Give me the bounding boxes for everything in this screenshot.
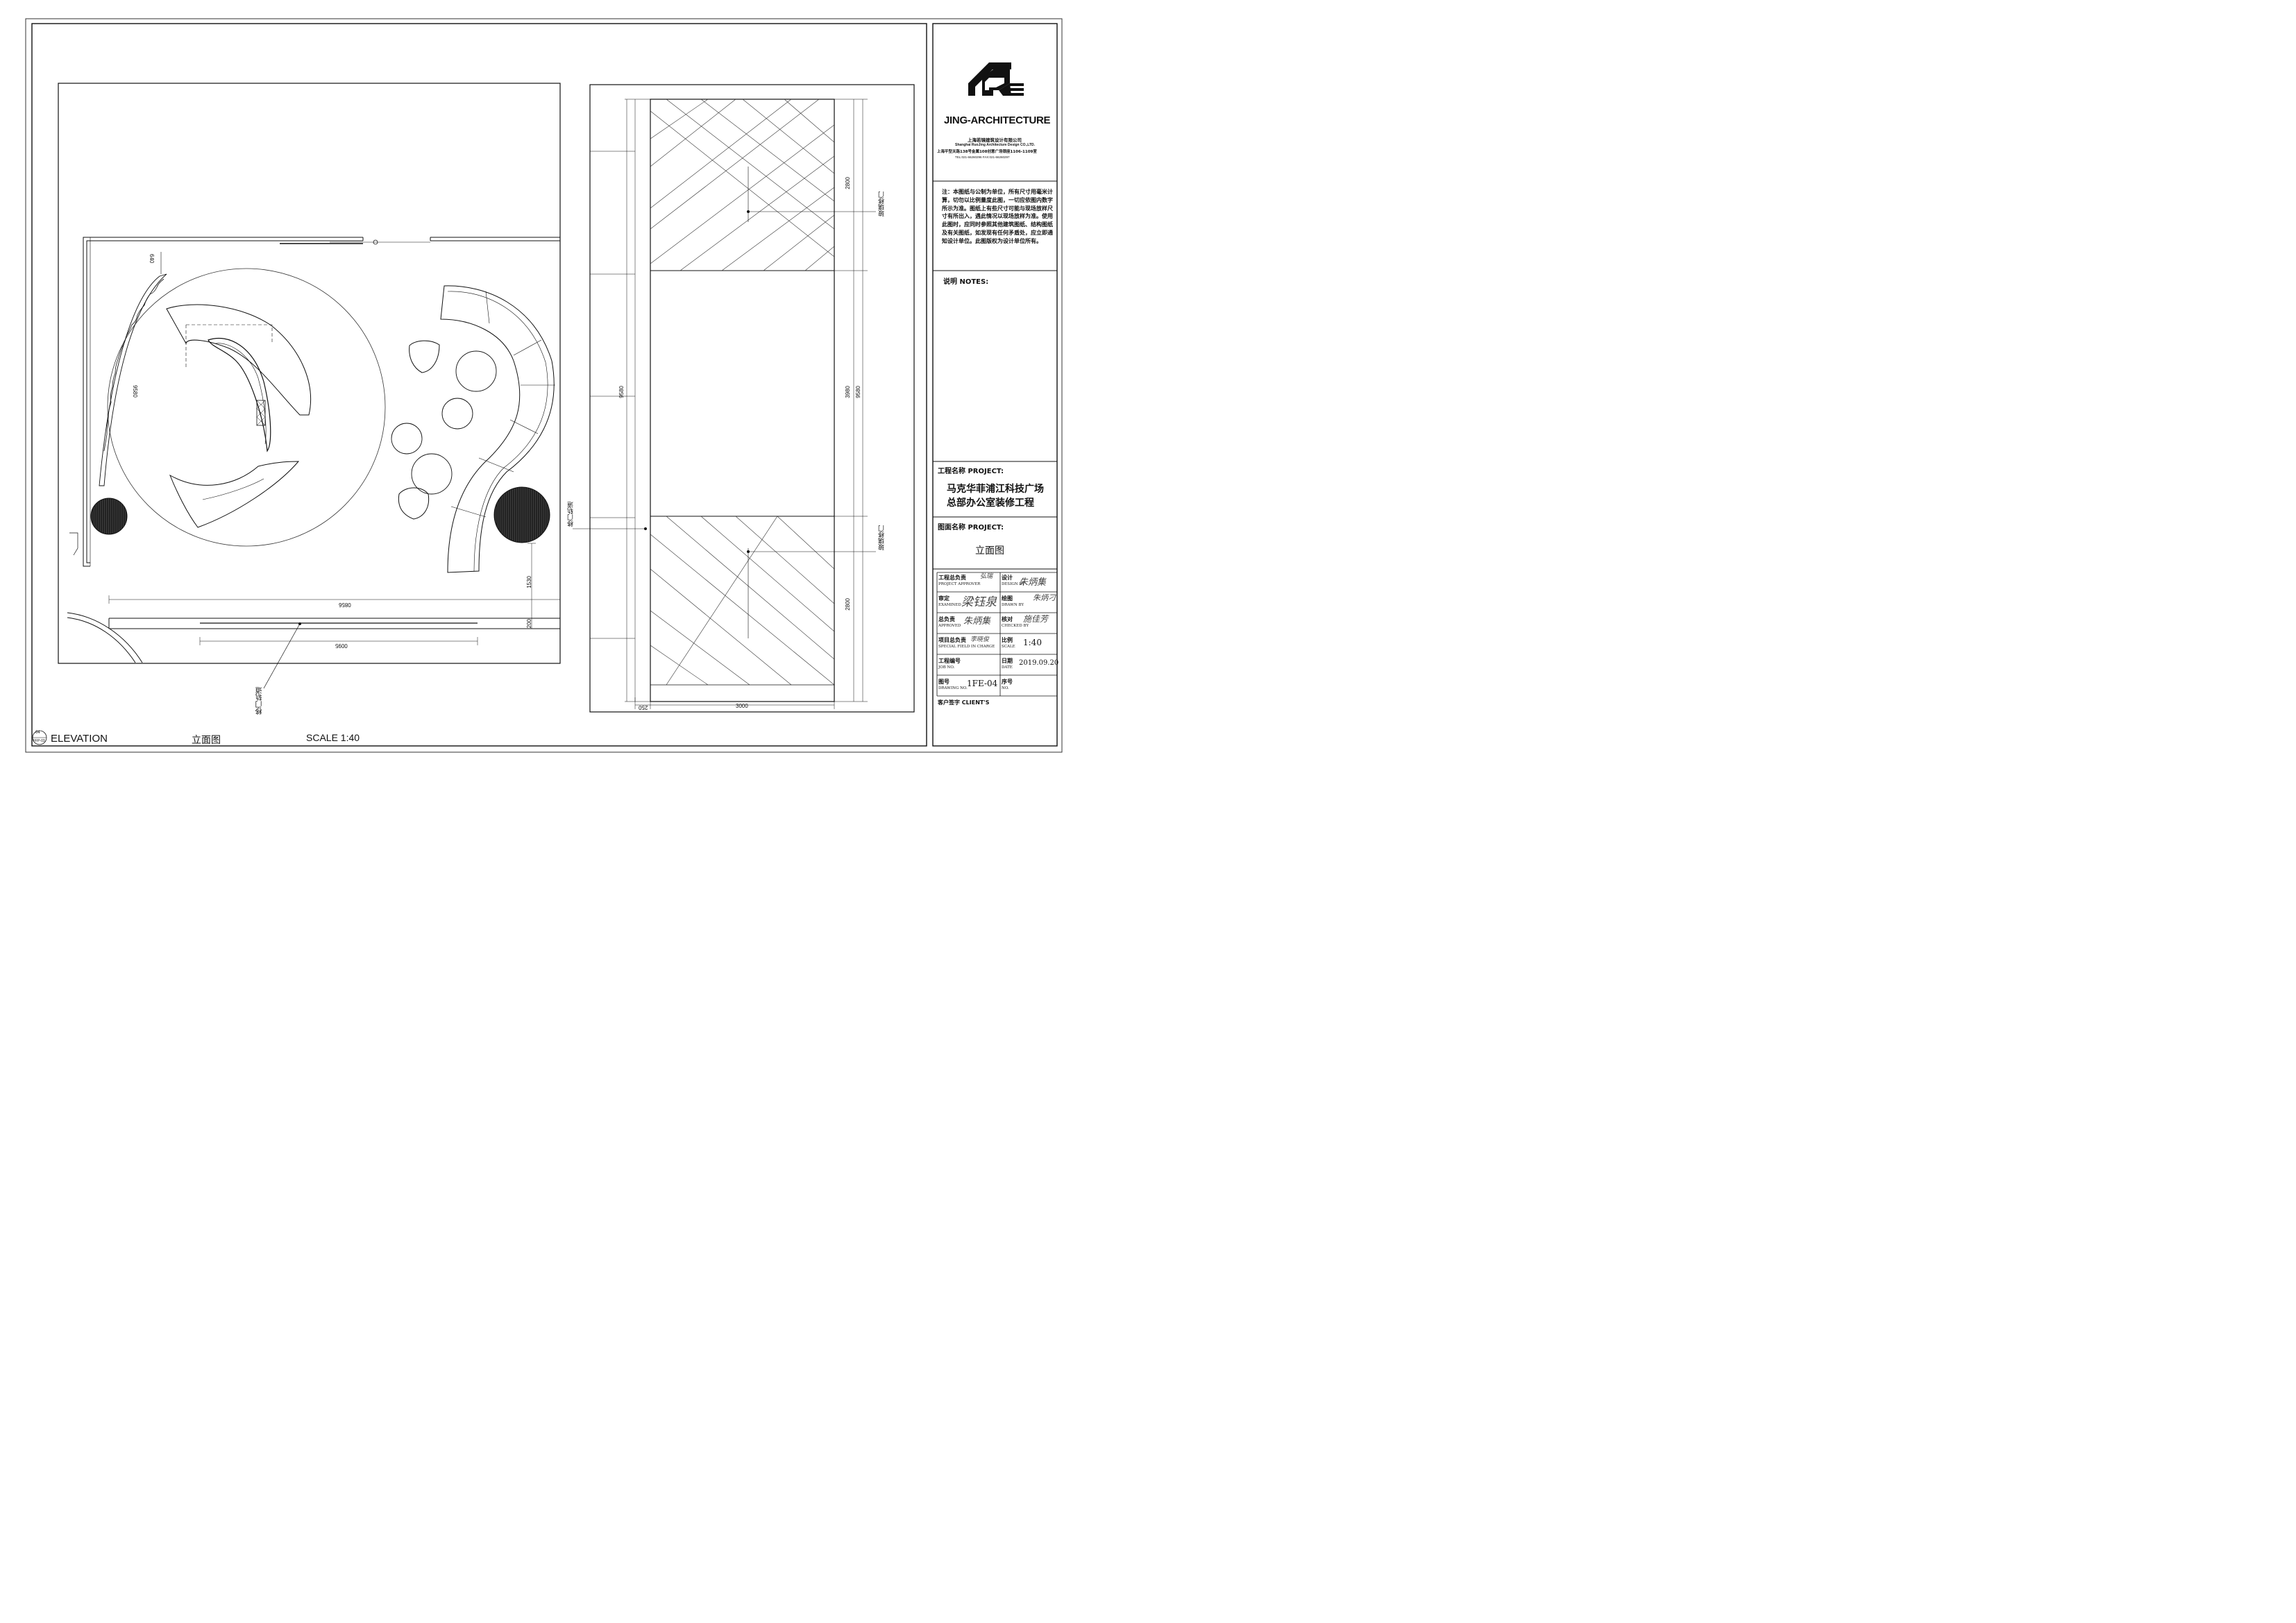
- client-signature-label: 客户签字 CLIENT'S: [938, 699, 990, 706]
- company-name-en: Shanghai RuoJing Architecture Design CO.…: [955, 143, 1036, 147]
- dim-250: 250: [639, 704, 648, 711]
- dim-200: 200: [526, 619, 532, 629]
- elevation-title-cn: 立面图: [192, 735, 221, 746]
- drawing-frame: [31, 23, 927, 747]
- company-address: 上海平型关路138号金属108创意广场银座1106-1109室: [937, 150, 1037, 154]
- project-name-line1: 马克华菲浦江科技广场: [947, 484, 1044, 495]
- titleblock-frame: [932, 23, 1058, 747]
- company-name-cn: 上海若镜建筑设计有限公司: [968, 137, 1022, 143]
- checked-label-en: CHECKED BY: [1002, 624, 1029, 628]
- plan-frame: [58, 83, 561, 664]
- drawing-sheet: [25, 18, 1063, 753]
- approver-signature: 弘瑞: [980, 573, 993, 580]
- bubble-top-text: 04: [35, 731, 40, 735]
- examined-label-en: EXAMINED: [938, 603, 961, 607]
- drawn-label-en: DRAWN BY: [1002, 603, 1024, 607]
- drawing-no-value: 1FE-04: [967, 679, 998, 688]
- job-label-cn: 工程编号: [938, 658, 961, 664]
- door-track-label: 移门轨道: [256, 687, 264, 715]
- scale-value: 1:40: [1023, 638, 1042, 647]
- seq-label-en: NO.: [1002, 686, 1009, 690]
- dim-2800-bottom: 2800: [845, 598, 851, 611]
- date-label-en: DATE: [1002, 665, 1013, 670]
- approved-label-en: APPROVED: [938, 624, 961, 628]
- project-label: 工程名称 PROJECT:: [938, 468, 1004, 475]
- notes-label: 说明 NOTES:: [943, 278, 989, 286]
- glass-door-label-bottom: 玻璃移门: [879, 525, 886, 550]
- approver-label-en: PROJECT APPROVER: [938, 582, 981, 586]
- drawn-label-cn: 绘图: [1002, 595, 1013, 602]
- dim-5600-bottom: 0095: [335, 643, 348, 649]
- dim-9580-left: 9580: [618, 386, 625, 398]
- bubble-bottom-text: FFP-03: [33, 739, 45, 743]
- dim-1530: 1530: [526, 576, 532, 588]
- glass-door-label-top: 玻璃移门: [879, 192, 886, 216]
- special-signature: 李晓俊: [970, 636, 990, 643]
- date-value: 2019.09.20: [1019, 659, 1059, 667]
- company-tel-fax: TEL:021-66260296 FAX:021-66260297: [955, 155, 1010, 159]
- approver-label-cn: 工程总负责: [938, 575, 966, 581]
- jing-logo-icon: [968, 62, 1024, 96]
- special-label-en: SPECIAL FIELD IN CHARGE: [938, 645, 995, 649]
- checked-label-cn: 核对: [1002, 616, 1013, 622]
- sheet-scale: SCALE 1:40: [306, 732, 360, 743]
- drawing-name-label: 图面名称 PROJECT:: [938, 524, 1004, 532]
- reception-desk: [166, 304, 312, 416]
- designer-signature: 朱炳集: [1019, 577, 1047, 588]
- planter-left: [90, 498, 128, 535]
- examiner-signature: 梁钰泉: [961, 595, 997, 609]
- approved-label-cn: 总负责: [938, 616, 955, 622]
- checker-signature: 施佳芳: [1023, 614, 1049, 624]
- approved-signature: 朱炳集: [963, 616, 991, 627]
- job-label-en: JOB NO.: [938, 665, 955, 670]
- design-label-cn: 设计: [1002, 575, 1013, 581]
- drawing-no-label-cn: 图号: [938, 679, 949, 685]
- dim-3980: 3980: [845, 386, 851, 398]
- seq-label-cn: 序号: [1002, 679, 1013, 685]
- plan-view: [58, 83, 561, 689]
- special-label-cn: 项目总负责: [938, 637, 966, 643]
- dim-2800-top: 2800: [845, 177, 851, 189]
- dim-9580-plan: 9580: [132, 385, 138, 398]
- dim-9580-right: 9580: [855, 386, 861, 398]
- project-name-line2: 总部办公室装修工程: [947, 498, 1034, 509]
- elevation-frame: [589, 84, 915, 713]
- date-label-cn: 日期: [1002, 658, 1013, 664]
- drawer-signature: 朱炳刁: [1033, 593, 1056, 602]
- brand-name: JING-ARCHITECTURE: [944, 114, 1051, 126]
- design-label-en: DESIGN BY: [1002, 582, 1024, 586]
- titleblock-grid: [933, 180, 1057, 697]
- drawing-name: 立面图: [975, 545, 1004, 556]
- dim-5600-top: 0856: [339, 602, 351, 608]
- dim-640: 640: [149, 254, 155, 264]
- door-track-label-elevation: 移门轨道: [568, 502, 575, 527]
- examined-label-cn: 审定: [938, 595, 949, 602]
- round-area-outline: [107, 268, 386, 547]
- dim-3000: 3000: [736, 703, 748, 709]
- planter-right: [493, 486, 550, 543]
- drawing-no-label-en: DRAWING NO.: [938, 686, 968, 690]
- scale-label-cn: 比例: [1002, 637, 1013, 643]
- outer-border: [25, 18, 1063, 753]
- curved-sofa: [440, 285, 555, 573]
- scale-label-en: SCALE: [1002, 645, 1015, 649]
- curved-screen-wall: [99, 273, 167, 486]
- elevation-view: [573, 84, 915, 713]
- drawing-notes: 注：本图纸与公制为单位，所有尺寸用毫米计算，切勿以比例量度此图，一切应依图内数字…: [942, 189, 1053, 244]
- elevation-title: ELEVATION: [51, 733, 108, 745]
